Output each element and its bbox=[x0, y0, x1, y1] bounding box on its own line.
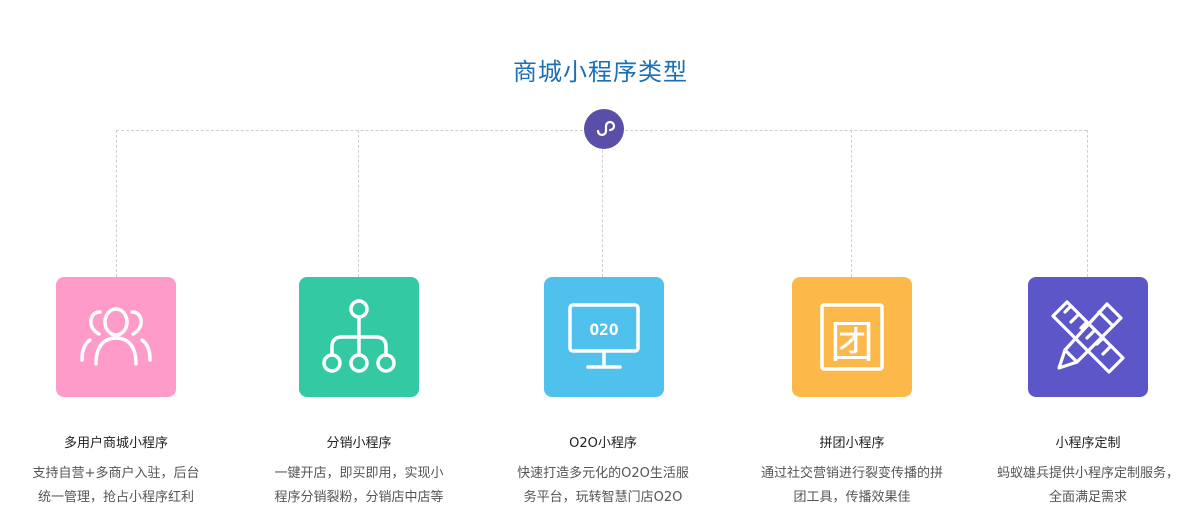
o2o-monitor-icon: O2O bbox=[568, 303, 640, 369]
card-desc-line: 快速打造多元化的O2O生活服 bbox=[517, 466, 689, 481]
group-buy-icon-text: 团 bbox=[830, 317, 874, 368]
group-buy-icon: 团 bbox=[820, 303, 884, 371]
card-desc-o2o: 快速打造多元化的O2O生活服 务平台，玩转智慧门店O2O bbox=[503, 462, 703, 510]
card-desc-line: 通过社交营销进行裂变传播的拼 bbox=[760, 466, 943, 481]
card-desc-line: 统一管理，抢占小程序红利 bbox=[37, 490, 194, 505]
connector-line-2 bbox=[358, 130, 359, 277]
o2o-icon-text: O2O bbox=[590, 320, 619, 339]
connector-line-4 bbox=[851, 130, 852, 277]
custom-tile[interactable] bbox=[1028, 277, 1148, 397]
card-desc-line: 蚂蚁雄兵提供小程序定制服务， bbox=[996, 466, 1179, 481]
card-desc-group-buy: 通过社交营销进行裂变传播的拼 团工具，传播效果佳 bbox=[752, 462, 952, 510]
card-desc-line: 务平台，玩转智慧门店O2O bbox=[523, 490, 683, 505]
users-icon bbox=[80, 307, 152, 366]
mini-program-logo-icon bbox=[584, 109, 624, 149]
card-desc-line: 程序分销裂粉，分销店中店等 bbox=[274, 490, 444, 505]
card-title-custom[interactable]: 小程序定制 bbox=[1055, 436, 1121, 451]
users-tile[interactable] bbox=[56, 277, 176, 397]
connector-line-1 bbox=[116, 130, 117, 277]
distribution-tile[interactable] bbox=[299, 277, 419, 397]
connector-line-5 bbox=[1087, 130, 1088, 277]
card-title-multi-user[interactable]: 多用户商城小程序 bbox=[63, 436, 168, 451]
section-title: 商城小程序类型 bbox=[513, 58, 688, 86]
card-desc-distribution: 一键开店，即买即用，实现小 程序分销裂粉，分销店中店等 bbox=[259, 462, 459, 510]
distribution-tree-icon bbox=[322, 299, 396, 373]
card-desc-custom: 蚂蚁雄兵提供小程序定制服务， 全面满足需求 bbox=[988, 462, 1188, 510]
connector-line-3 bbox=[602, 130, 603, 277]
card-desc-line: 一键开店，即买即用，实现小 bbox=[274, 466, 444, 481]
card-desc-line: 全面满足需求 bbox=[1048, 490, 1127, 505]
card-desc-multi-user: 支持自营+多商户入驻，后台 统一管理，抢占小程序红利 bbox=[16, 462, 216, 510]
card-desc-line: 支持自营+多商户入驻，后台 bbox=[32, 466, 200, 481]
card-desc-line: 团工具，传播效果佳 bbox=[793, 490, 911, 505]
group-buy-tile[interactable]: 团 bbox=[792, 277, 912, 397]
card-title-o2o[interactable]: O2O小程序 bbox=[569, 436, 637, 451]
ruler-pencil-icon bbox=[1051, 300, 1125, 374]
card-title-group-buy[interactable]: 拼团小程序 bbox=[819, 436, 885, 451]
card-title-distribution[interactable]: 分销小程序 bbox=[326, 436, 392, 451]
o2o-tile[interactable]: O2O bbox=[544, 277, 664, 397]
